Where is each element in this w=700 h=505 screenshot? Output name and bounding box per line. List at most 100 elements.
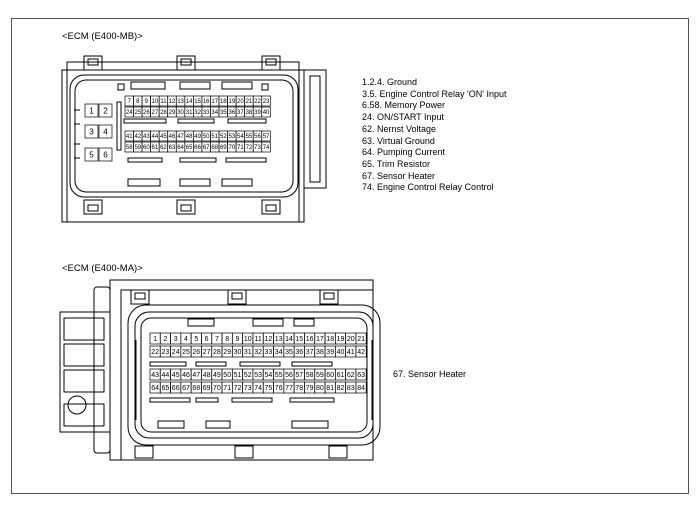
svg-text:42: 42 (134, 134, 141, 140)
svg-text:45: 45 (160, 134, 167, 140)
svg-text:63: 63 (169, 145, 176, 151)
svg-text:48: 48 (203, 372, 211, 379)
svg-text:1: 1 (153, 336, 157, 343)
pin-ma-24: 24 (170, 345, 182, 358)
svg-text:20: 20 (237, 99, 244, 105)
pin-ma-56: 56 (283, 368, 295, 381)
svg-text:67: 67 (182, 385, 190, 392)
svg-text:15: 15 (295, 336, 303, 343)
svg-text:28: 28 (160, 110, 167, 116)
svg-text:12: 12 (265, 336, 273, 343)
svg-text:11: 11 (254, 336, 261, 343)
svg-text:69: 69 (203, 385, 211, 392)
svg-text:18: 18 (220, 99, 227, 105)
pin-ma-22: 22 (149, 345, 161, 358)
pin-ma-48: 48 (201, 368, 213, 381)
svg-text:24: 24 (172, 349, 180, 356)
svg-text:46: 46 (182, 372, 190, 379)
svg-text:28: 28 (213, 349, 221, 356)
svg-text:73: 73 (254, 145, 261, 151)
svg-text:60: 60 (143, 145, 150, 151)
pin-ma-3: 3 (170, 332, 182, 345)
svg-text:72: 72 (246, 145, 253, 151)
pin-ma-62: 62 (345, 368, 357, 381)
svg-text:51: 51 (234, 372, 242, 379)
svg-text:64: 64 (151, 385, 159, 392)
pin-ma-63: 63 (355, 368, 367, 381)
pin-ma-77: 77 (283, 381, 295, 394)
pin-ma-72: 72 (232, 381, 243, 394)
pin-ma-4: 4 (180, 332, 192, 345)
pin-ma-60: 60 (324, 368, 336, 381)
pin-ma-10: 10 (242, 332, 254, 345)
pin-ma-78: 78 (293, 381, 305, 394)
svg-text:31: 31 (244, 349, 252, 356)
pin-mb-4: 4 (98, 124, 113, 139)
pin-ma-84: 84 (355, 381, 367, 394)
svg-text:32: 32 (194, 110, 201, 116)
svg-text:53: 53 (254, 372, 262, 379)
svg-text:65: 65 (162, 385, 170, 392)
legend-mb-item: 64. Pumping Current (362, 147, 446, 158)
svg-text:82: 82 (337, 385, 345, 392)
svg-text:21: 21 (246, 99, 253, 105)
pin-ma-79: 79 (304, 381, 316, 394)
svg-text:1: 1 (89, 106, 94, 115)
svg-text:25: 25 (134, 110, 141, 116)
pin-ma-49: 49 (211, 368, 223, 381)
svg-text:76: 76 (275, 385, 283, 392)
pin-ma-71: 71 (221, 381, 233, 394)
svg-text:46: 46 (169, 134, 176, 140)
pin-ma-8: 8 (221, 332, 233, 345)
svg-text:14: 14 (285, 336, 293, 343)
svg-text:62: 62 (347, 372, 355, 379)
svg-text:48: 48 (186, 134, 193, 140)
pin-ma-51: 51 (232, 368, 243, 381)
svg-text:13: 13 (177, 99, 184, 105)
svg-text:11: 11 (160, 99, 167, 105)
pin-ma-42: 42 (355, 345, 367, 358)
pin-ma-83: 83 (345, 381, 357, 394)
pin-ma-38: 38 (314, 345, 326, 358)
svg-text:27: 27 (203, 349, 211, 356)
svg-text:23: 23 (263, 99, 270, 105)
svg-text:15: 15 (194, 99, 201, 105)
pin-ma-34: 34 (273, 345, 285, 358)
pin-mb-1: 1 (84, 103, 99, 118)
pin-ma-35: 35 (283, 345, 295, 358)
pin-mb-57: 57 (261, 130, 271, 142)
legend-mb-item: 24. ON/START Input (362, 112, 445, 123)
svg-text:52: 52 (244, 372, 252, 379)
pin-ma-16: 16 (304, 332, 316, 345)
svg-text:42: 42 (357, 349, 365, 356)
svg-text:78: 78 (295, 385, 303, 392)
legend-mb-item: 65. Trim Resistor (362, 158, 431, 169)
svg-text:57: 57 (295, 372, 303, 379)
svg-text:9: 9 (236, 336, 240, 343)
pin-ma-46: 46 (180, 368, 192, 381)
svg-text:6: 6 (103, 150, 108, 159)
pin-ma-74: 74 (252, 381, 264, 394)
pin-ma-29: 29 (221, 345, 233, 358)
svg-text:38: 38 (316, 349, 324, 356)
svg-text:4: 4 (103, 127, 108, 136)
svg-text:54: 54 (265, 372, 273, 379)
pin-ma-68: 68 (190, 381, 202, 394)
svg-text:16: 16 (203, 99, 210, 105)
svg-text:22: 22 (254, 99, 261, 105)
svg-text:68: 68 (211, 145, 218, 151)
pin-ma-50: 50 (221, 368, 233, 381)
pin-ma-41: 41 (345, 345, 357, 358)
pin-ma-61: 61 (335, 368, 346, 381)
svg-text:59: 59 (134, 145, 141, 151)
svg-text:57: 57 (263, 134, 270, 140)
pin-ma-55: 55 (273, 368, 285, 381)
svg-text:17: 17 (211, 99, 218, 105)
pin-ma-27: 27 (201, 345, 213, 358)
pin-ma-6: 6 (201, 332, 213, 345)
pin-ma-37: 37 (304, 345, 316, 358)
pin-ma-45: 45 (170, 368, 182, 381)
svg-text:22: 22 (151, 349, 159, 356)
svg-text:27: 27 (152, 110, 159, 116)
